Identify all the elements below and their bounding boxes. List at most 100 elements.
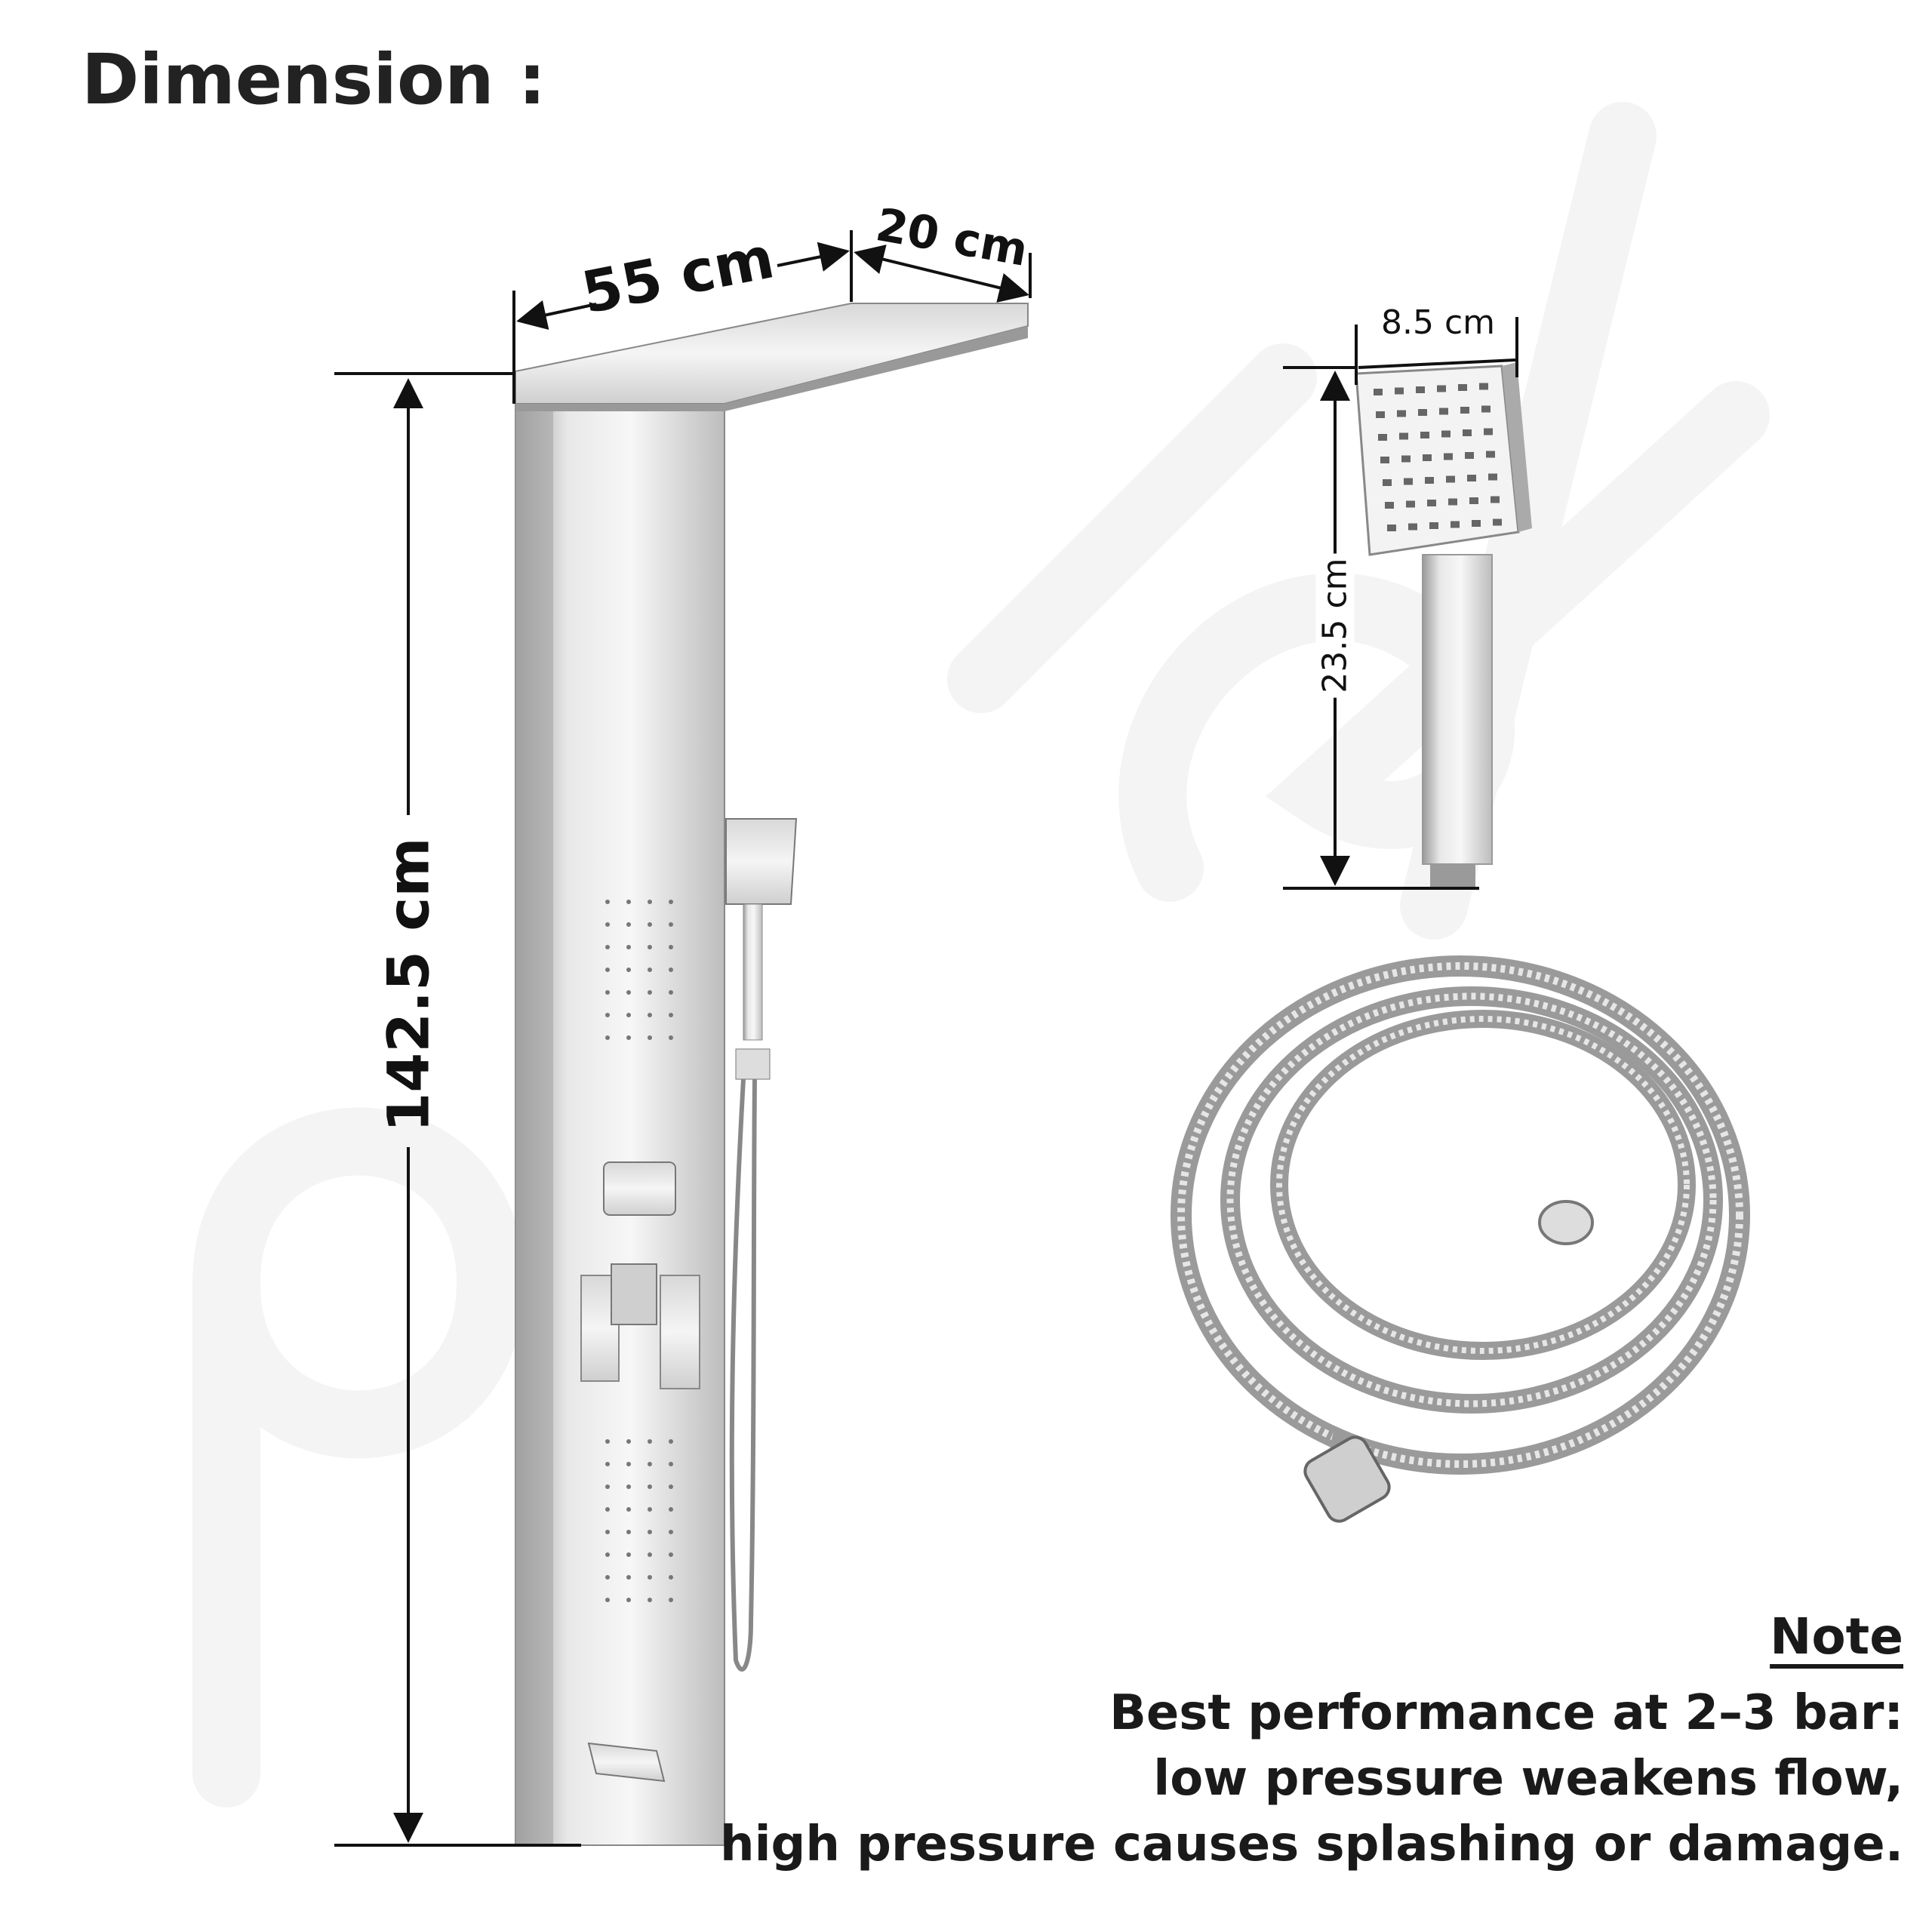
spray-hole <box>1408 523 1417 531</box>
nozzle-dot <box>648 1530 652 1534</box>
nozzle-dot <box>669 1462 673 1466</box>
note-title: Note <box>1770 1607 1903 1666</box>
nozzle-dot <box>648 1552 652 1557</box>
note-line: high pressure causes splashing or damage… <box>720 1817 1903 1872</box>
spray-hole <box>1484 428 1493 435</box>
nozzle-dot <box>648 1598 652 1602</box>
spray-hole <box>1383 479 1392 486</box>
nozzle-dot <box>605 1552 610 1557</box>
nozzle-dot <box>626 990 631 995</box>
spray-hole <box>1491 496 1500 503</box>
spray-hole <box>1374 389 1383 395</box>
hand-shower-width-label: 8.5 cm <box>1381 303 1496 342</box>
spray-hole <box>1429 522 1438 529</box>
nozzle-dot <box>648 990 652 995</box>
shower-hose <box>1171 955 1750 1523</box>
spray-hole <box>1458 384 1467 391</box>
spray-hole <box>1448 498 1457 506</box>
spray-hole <box>1441 430 1451 438</box>
spray-hole <box>1481 405 1491 413</box>
nozzle-dot <box>626 1462 631 1466</box>
spray-hole <box>1460 407 1469 414</box>
nozzle-dot <box>626 1484 631 1489</box>
nozzle-dot <box>605 1439 610 1444</box>
nozzle-dot <box>605 1575 610 1580</box>
nozzle-dot <box>648 1462 652 1466</box>
spray-hole <box>1479 383 1488 390</box>
spray-hole <box>1380 457 1389 463</box>
diverter-knob <box>603 1161 676 1216</box>
nozzle-dot <box>669 1575 673 1580</box>
nozzle-dot <box>605 1530 610 1534</box>
hand-shower <box>1355 362 1532 887</box>
spray-hole <box>1378 434 1387 441</box>
nozzle-dot <box>669 968 673 972</box>
spray-hole <box>1376 411 1385 418</box>
nozzle-dot <box>648 922 652 927</box>
nozzle-dot <box>605 900 610 904</box>
body-jets <box>605 900 673 1602</box>
nozzle-dot <box>648 1439 652 1444</box>
spray-hole <box>1395 387 1404 395</box>
nozzle-dot <box>669 922 673 927</box>
nozzle-dot <box>626 1035 631 1040</box>
shower-panel <box>515 303 1029 1846</box>
spray-hole <box>1387 525 1396 531</box>
nozzle-dot <box>626 900 631 904</box>
panel-dimension-lines <box>334 230 1032 1847</box>
nozzle-dot <box>605 990 610 995</box>
page-title: Dimension : <box>82 39 546 120</box>
note-line: Best performance at 2–3 bar: <box>1109 1685 1903 1741</box>
nozzle-dot <box>669 1552 673 1557</box>
spray-hole <box>1451 521 1460 528</box>
nozzle-dot <box>626 1507 631 1512</box>
nozzle-dot <box>648 968 652 972</box>
spray-hole <box>1406 500 1415 508</box>
spray-hole <box>1416 386 1425 393</box>
nozzle-dot <box>605 945 610 949</box>
spray-hole <box>1493 518 1502 526</box>
nozzle-dot <box>626 1575 631 1580</box>
nozzle-dot <box>605 1035 610 1040</box>
spray-hole <box>1446 475 1455 483</box>
hand-shower-dimension-lines <box>1283 317 1518 890</box>
nozzle-dot <box>605 1507 610 1512</box>
spray-hole <box>1439 408 1448 415</box>
spray-hole <box>1397 410 1406 417</box>
nozzle-dot <box>648 1484 652 1489</box>
spray-hole <box>1423 454 1432 461</box>
spray-hole <box>1404 478 1413 485</box>
spray-hole <box>1444 453 1453 460</box>
spray-hole <box>1427 500 1436 506</box>
spray-hole <box>1437 385 1446 392</box>
nozzle-dot <box>605 1462 610 1466</box>
nozzle-dot <box>669 1507 673 1512</box>
nozzle-dot <box>626 1439 631 1444</box>
nozzle-dot <box>626 1530 631 1534</box>
nozzle-dot <box>648 900 652 904</box>
nozzle-dot <box>669 1013 673 1017</box>
hand-shower-height-label: 23.5 cm <box>1315 553 1355 698</box>
note-line: low pressure weakens flow, <box>1153 1751 1903 1807</box>
nozzle-dot <box>669 990 673 995</box>
nozzle-dot <box>605 968 610 972</box>
nozzle-dot <box>669 1598 673 1602</box>
spray-hole <box>1385 502 1394 509</box>
spray-hole <box>1399 432 1408 440</box>
nozzle-dot <box>605 1013 610 1017</box>
nozzle-dot <box>626 1598 631 1602</box>
nozzle-dot <box>669 1035 673 1040</box>
spray-hole <box>1463 429 1472 436</box>
nozzle-dot <box>626 945 631 949</box>
mixer-handle <box>660 1275 700 1389</box>
spray-hole <box>1401 455 1411 463</box>
spray-hole <box>1418 409 1427 416</box>
nozzle-dot <box>669 945 673 949</box>
spray-hole <box>1488 473 1497 481</box>
nozzle-dot <box>669 1439 673 1444</box>
note-block: Note Best performance at 2–3 bar: low pr… <box>720 1607 1903 1878</box>
bath-spout <box>587 1742 666 1783</box>
nozzle-dot <box>626 1013 631 1017</box>
nozzle-dot <box>605 922 610 927</box>
